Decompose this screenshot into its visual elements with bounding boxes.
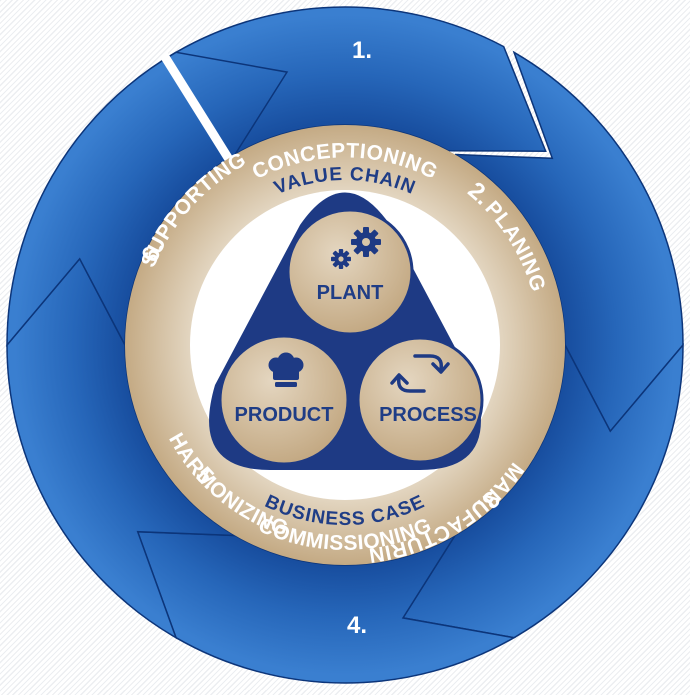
stage-4-number: 4.	[347, 612, 367, 639]
stage-1-number: 1.	[352, 37, 372, 64]
process-circle[interactable]: PROCESS	[356, 336, 484, 464]
product-label: PRODUCT	[235, 404, 334, 426]
plant-circle-bg	[286, 208, 414, 336]
plant-circle[interactable]: PLANT	[286, 208, 414, 336]
gears-icon	[331, 227, 381, 269]
chef-hat-icon	[268, 352, 304, 387]
process-label: PROCESS	[379, 404, 477, 426]
product-circle-bg	[218, 334, 350, 466]
outer-stage-ring	[6, 6, 684, 684]
ring-gap	[159, 52, 234, 163]
process-circle-bg	[356, 336, 484, 464]
plant-label: PLANT	[317, 282, 384, 304]
cycle-arrows-icon	[390, 354, 450, 393]
product-circle[interactable]: PRODUCT	[218, 334, 350, 466]
